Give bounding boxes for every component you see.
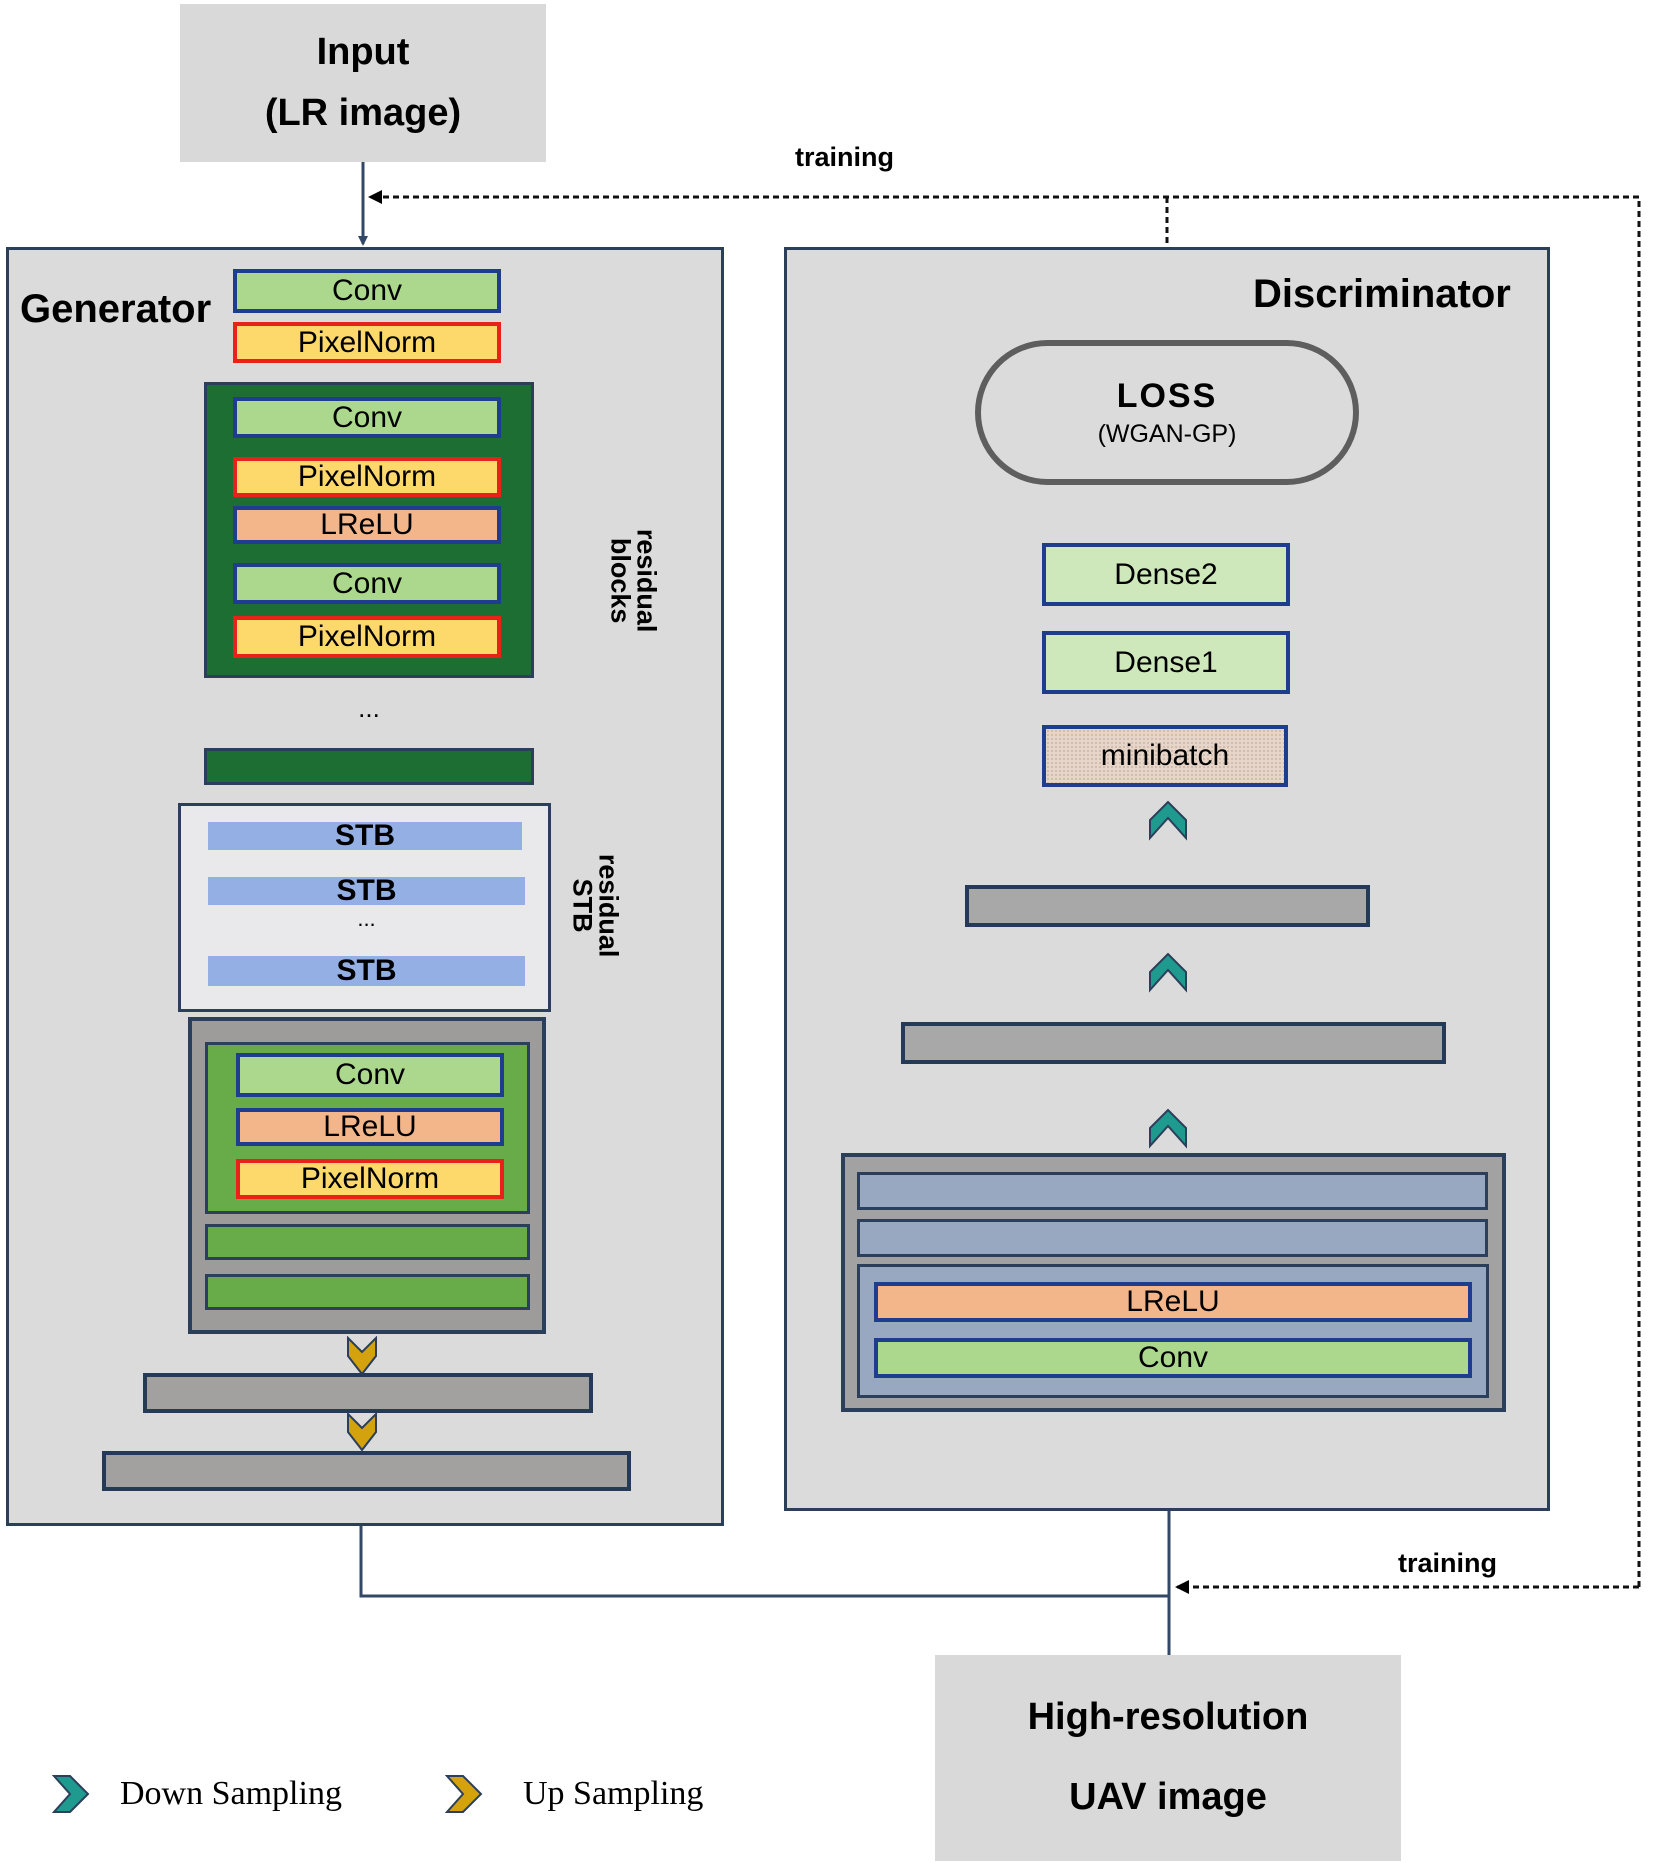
minibatch-layer: minibatch — [1042, 725, 1288, 787]
training-label-bottom: training — [1398, 1548, 1497, 1578]
res-conv-2: Conv — [233, 563, 501, 604]
legend-label-down: Down Sampling — [120, 1775, 342, 1812]
tail-pixelnorm: PixelNorm — [236, 1159, 504, 1199]
input-subtitle: (LR image) — [264, 92, 462, 134]
tail-conv: Conv — [236, 1053, 504, 1097]
dense2-layer: Dense2 — [1042, 543, 1290, 606]
disc-inner-bar-2 — [857, 1219, 1488, 1257]
res-lrelu: LReLU — [233, 506, 501, 544]
legend-item-down-sampling: Down Sampling — [50, 1770, 342, 1818]
stb-block-3: STB — [208, 954, 525, 987]
loss-node: LOSS (WGAN-GP) — [975, 340, 1359, 485]
residual-blocks-label-line1: residual — [631, 528, 662, 633]
hr-uav-image-box: High-resolution UAV image — [935, 1655, 1401, 1861]
res-pixelnorm-1: PixelNorm — [233, 457, 501, 497]
gold-chevron-icon — [444, 1775, 483, 1813]
residual-stb-label: residual STB — [540, 854, 650, 958]
stb-block-1: STB — [208, 819, 522, 852]
res-pixelnorm-2: PixelNorm — [233, 616, 501, 658]
residual-blocks-label-line2: blocks — [606, 537, 636, 624]
gen-tail-green-3 — [205, 1274, 530, 1310]
residual-stb-label-line1: residual — [593, 853, 624, 958]
residual-stb-label-line2: STB — [568, 878, 598, 933]
disc-bar-1 — [965, 885, 1370, 927]
residual-blocks-label: residual blocks — [578, 529, 688, 633]
residual-ellipsis: ... — [358, 692, 380, 723]
down-sampling-chevron-icon-1 — [1149, 800, 1187, 841]
disc-conv: Conv — [874, 1338, 1472, 1378]
dense1-layer: Dense1 — [1042, 631, 1290, 694]
training-feedback-top — [368, 190, 1641, 1587]
disc-bar-2 — [901, 1022, 1446, 1064]
discriminator-title: Discriminator — [1253, 272, 1511, 316]
hr-subtitle: UAV image — [1069, 1776, 1267, 1818]
generator-title: Generator — [20, 287, 212, 331]
up-sampling-chevron-icon-1 — [347, 1336, 377, 1376]
gen-upsample-bar-2 — [102, 1451, 631, 1491]
input-lr-image-box: Input (LR image) — [180, 4, 546, 162]
gen-tail-green-2 — [205, 1224, 530, 1260]
loss-title: LOSS — [1116, 376, 1218, 415]
loss-subtitle: (WGAN-GP) — [1097, 419, 1237, 448]
legend-label-up: Up Sampling — [523, 1775, 704, 1812]
gen-head-pixelnorm: PixelNorm — [233, 322, 501, 363]
training-label-top: training — [795, 142, 894, 172]
down-sampling-chevron-icon-3 — [1149, 1108, 1187, 1149]
teal-chevron-icon — [51, 1775, 90, 1813]
input-title: Input — [316, 31, 410, 74]
disc-lrelu: LReLU — [874, 1282, 1472, 1322]
stb-ellipsis: ... — [357, 906, 376, 931]
res-conv-1: Conv — [233, 397, 501, 438]
generator-output-line — [359, 1523, 1169, 1598]
residual-block-last — [204, 748, 534, 785]
stb-block-2: STB — [208, 874, 525, 907]
tail-lrelu: LReLU — [236, 1108, 504, 1146]
disc-inner-bar-1 — [857, 1172, 1488, 1210]
hr-title: High-resolution — [1027, 1696, 1309, 1739]
up-sampling-chevron-icon-2 — [347, 1412, 377, 1452]
gen-head-conv: Conv — [233, 269, 501, 313]
down-sampling-chevron-icon-2 — [1149, 952, 1187, 993]
gen-upsample-bar-1 — [143, 1373, 593, 1413]
legend-item-up-sampling: Up Sampling — [443, 1770, 703, 1818]
